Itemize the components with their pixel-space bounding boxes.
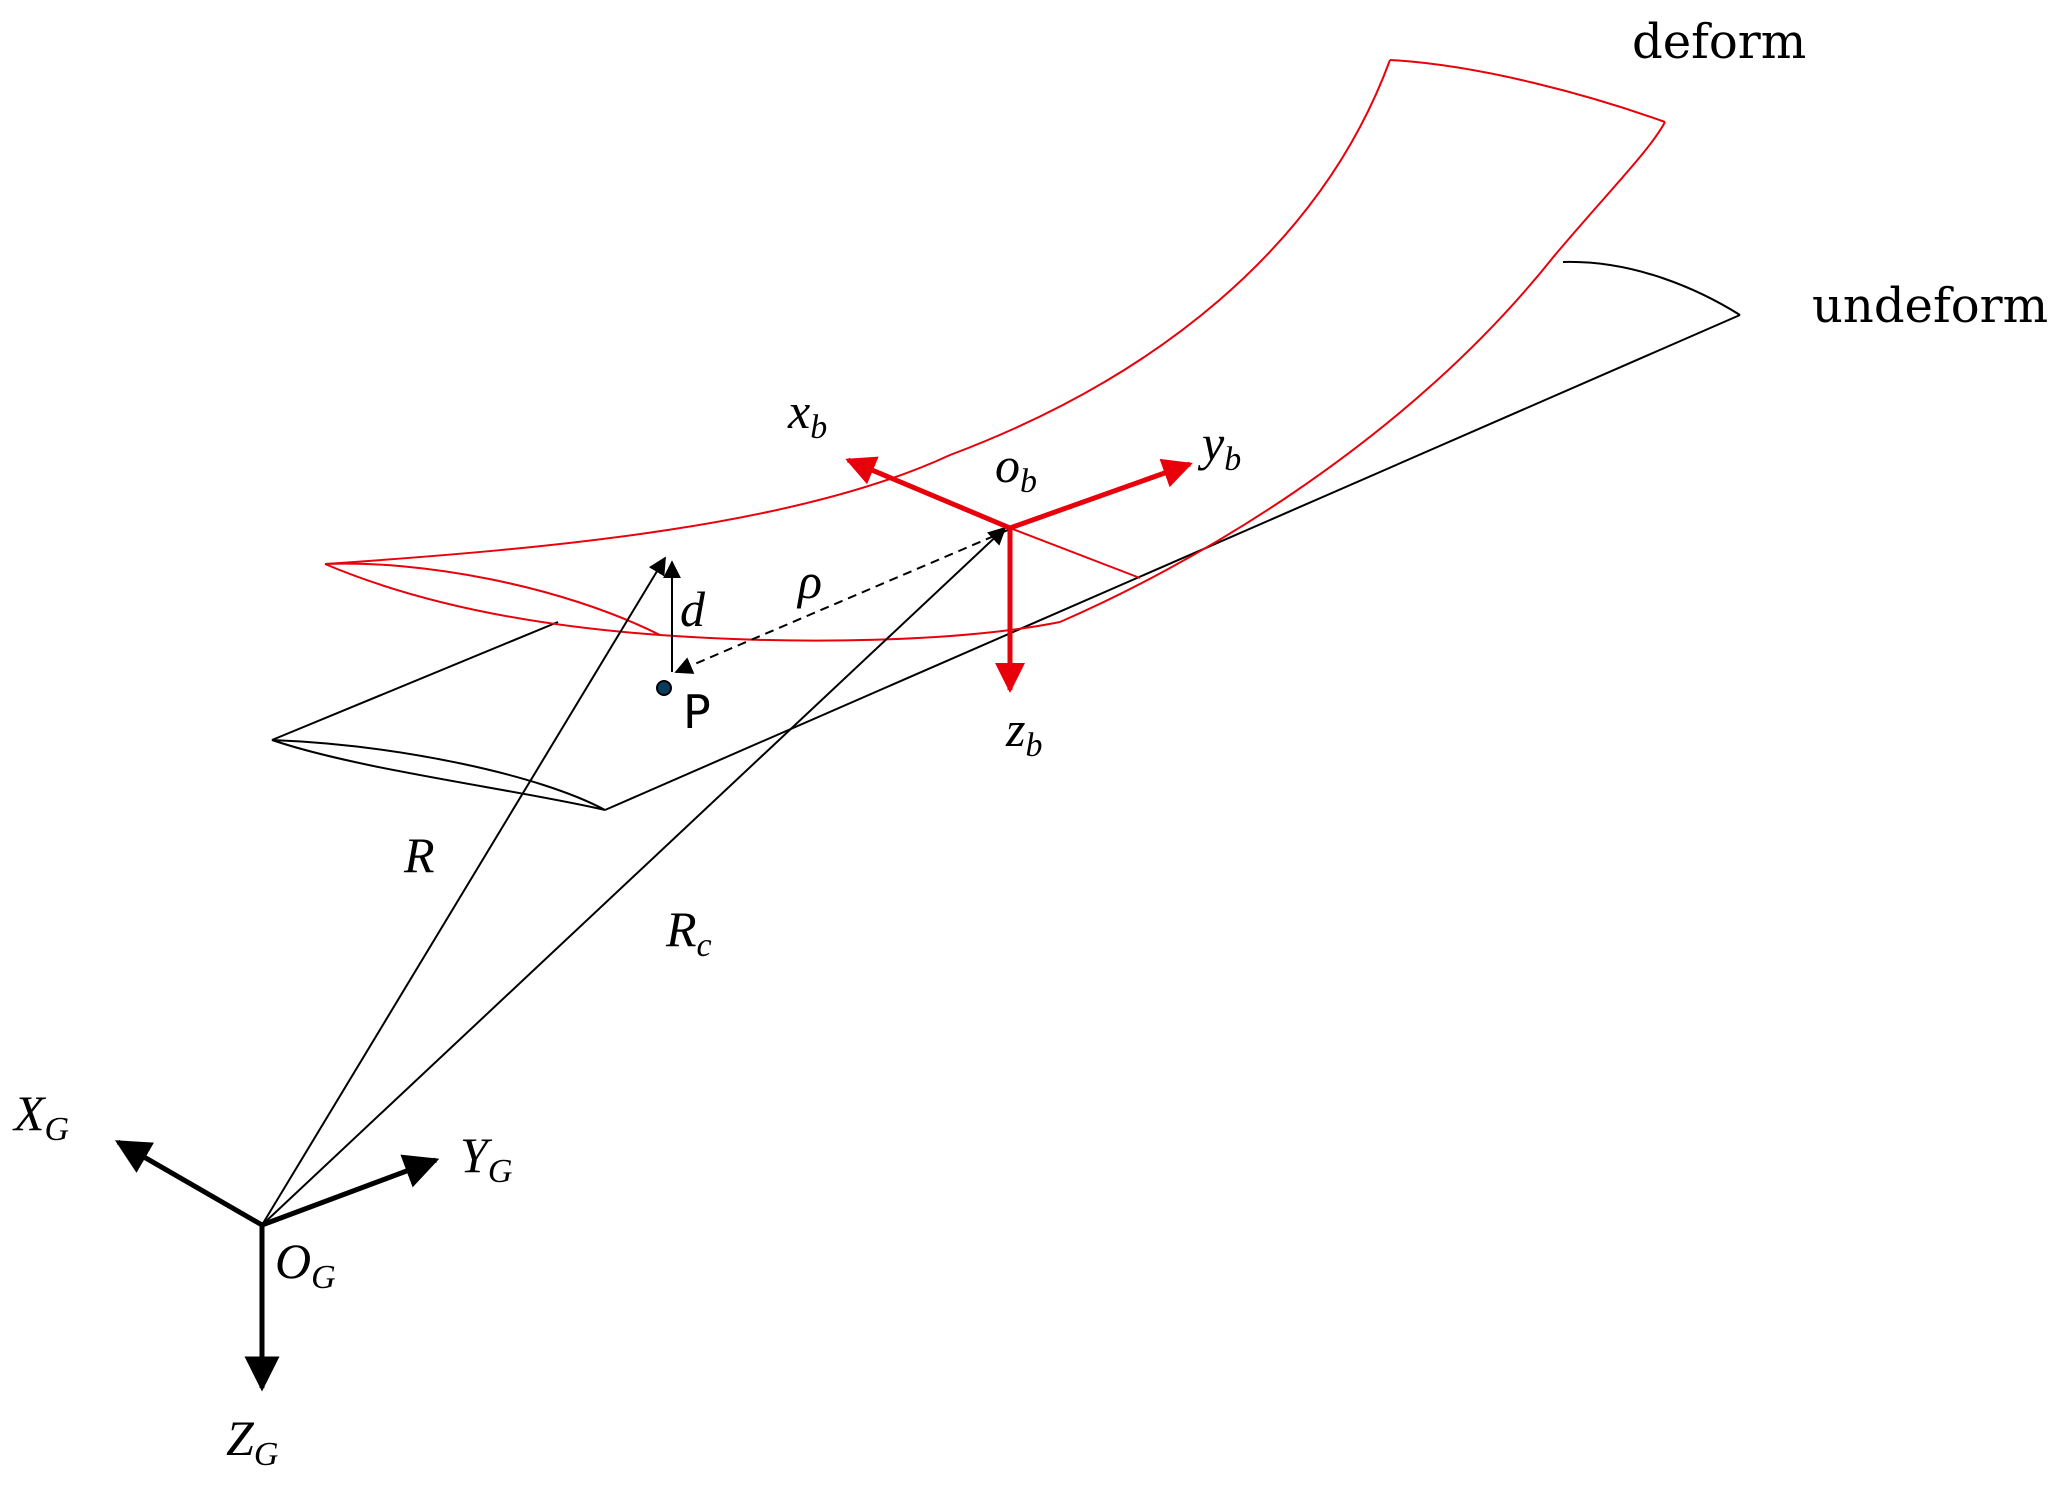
- global-y-label: YG: [460, 1127, 512, 1190]
- undeformed-wing: [271, 260, 1741, 811]
- point-P-label: P: [683, 685, 711, 739]
- body-o-label: ob: [995, 437, 1037, 500]
- vector-rho: [674, 529, 1009, 674]
- deformed-wing: [324, 59, 1666, 642]
- deformed-tip-airfoil: [1389, 59, 1666, 123]
- undeformed-leading-edge: [271, 621, 559, 741]
- global-y-axis: [261, 1154, 440, 1228]
- body-z-label: zb: [1005, 701, 1042, 764]
- R-label: R: [403, 827, 435, 883]
- body-y-axis: [1009, 458, 1193, 531]
- global-o-label: OG: [275, 1233, 336, 1296]
- rho-label: ρ: [796, 553, 822, 609]
- body-x-label: xb: [787, 383, 827, 446]
- undeformed-root-airfoil: [271, 739, 606, 811]
- undeformed-trailing-edge: [604, 314, 1741, 811]
- vector-R: [261, 556, 666, 1226]
- vector-Rc: [261, 526, 1007, 1226]
- deform-label: deform: [1632, 14, 1806, 70]
- undeform-label: undeform: [1812, 278, 2048, 334]
- body-axes: [845, 456, 1193, 693]
- Rc-label: Rc: [665, 901, 712, 964]
- deformed-trailing-edge: [1059, 121, 1666, 623]
- global-z-label: ZG: [226, 1410, 278, 1473]
- global-axes: [114, 1139, 440, 1392]
- d-label: d: [680, 581, 706, 637]
- body-y-label: yb: [1197, 415, 1241, 478]
- deformed-root-airfoil: [324, 562, 1061, 642]
- deformed-section-line: [1009, 527, 1141, 579]
- point-P-marker: [656, 680, 672, 696]
- deformed-leading-edge: [324, 59, 1391, 565]
- undeformed-tip-airfoil: [1562, 260, 1741, 316]
- position-vectors: [261, 526, 1009, 1226]
- global-x-label: XG: [12, 1085, 69, 1148]
- body-x-axis: [845, 456, 1011, 531]
- global-x-axis: [114, 1139, 264, 1228]
